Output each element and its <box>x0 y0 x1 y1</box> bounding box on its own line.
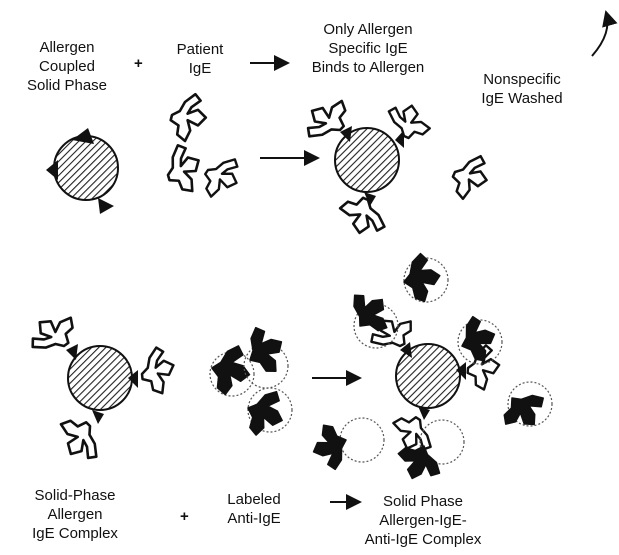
allergen-bead-top-left <box>46 128 118 214</box>
bead-with-bound-ige <box>300 91 433 237</box>
final-sandwich-complex <box>305 250 552 483</box>
patient-ige-cluster <box>156 94 243 203</box>
corner-curve-arrow <box>592 12 607 56</box>
labeled-anti-ige-cluster <box>210 321 294 439</box>
washed-nonspecific-ige <box>449 152 490 202</box>
solid-phase-complex-left <box>25 304 181 465</box>
